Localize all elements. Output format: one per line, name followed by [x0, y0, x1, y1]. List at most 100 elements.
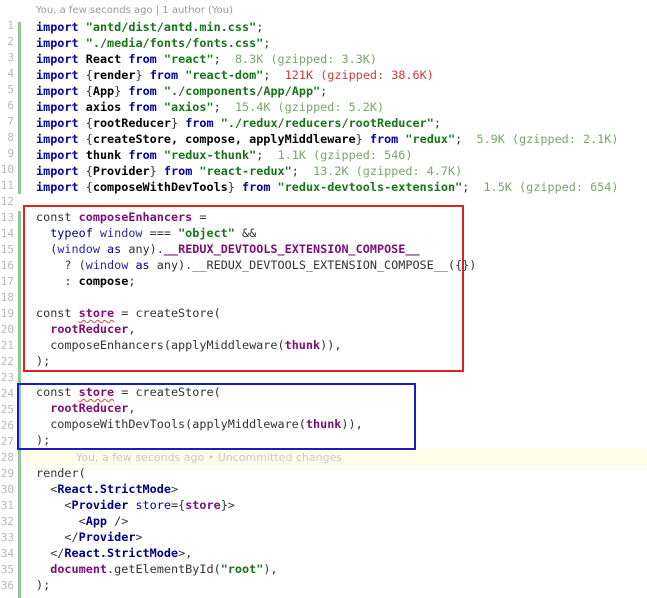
line-number: 6	[7, 99, 14, 112]
code-line[interactable]: );	[36, 433, 51, 447]
line-number: 2	[7, 35, 14, 48]
import-line[interactable]: import {composeWithDevTools} from "redux…	[36, 179, 619, 195]
git-added-bar	[18, 211, 21, 598]
import-cost-label: 15.4K (gzipped: 5.2K)	[234, 100, 385, 114]
import-line[interactable]: import "antd/dist/antd.min.css";	[36, 19, 263, 35]
import-source: "axios"	[163, 100, 214, 114]
import-keyword: import	[36, 180, 79, 194]
code-line[interactable]: <React.StrictMode>	[36, 482, 179, 496]
code-line[interactable]: );	[36, 578, 51, 592]
import-line[interactable]: import React from "react"; 8.3K (gzipped…	[36, 51, 377, 67]
import-specifier: rootReducer	[92, 116, 171, 130]
line-number: 20	[0, 323, 14, 336]
code-line[interactable]: : compose;	[36, 274, 136, 288]
blue-highlight-box	[17, 383, 416, 450]
import-source: "redux-devtools-extension"	[277, 180, 463, 194]
line-number: 12	[0, 195, 14, 208]
line-number: 10	[0, 163, 14, 176]
line-number: 5	[7, 83, 14, 96]
import-cost-label: 8.3K (gzipped: 3.3K)	[234, 52, 377, 66]
import-line[interactable]: import {rootReducer} from "./redux/reduc…	[36, 115, 441, 131]
line-number: 22	[0, 355, 14, 368]
line-number: 21	[0, 339, 14, 352]
brace: }	[170, 116, 179, 130]
import-source: "react-dom"	[185, 68, 264, 82]
import-line[interactable]: import {render} from "react-dom"; 121K (…	[36, 67, 434, 83]
import-line[interactable]: import {Provider} from "react-redux"; 13…	[36, 163, 462, 179]
import-keyword: import	[36, 132, 79, 146]
from-keyword: from	[149, 68, 179, 82]
code-line[interactable]: (window as any).__REDUX_DEVTOOLS_EXTENSI…	[36, 242, 420, 256]
code-line[interactable]: <App />	[36, 514, 129, 528]
from-keyword: from	[128, 84, 157, 98]
code-line[interactable]: <Provider store={store}>	[36, 498, 235, 512]
semicolon: ;	[256, 20, 264, 34]
import-specifier: thunk	[85, 148, 122, 162]
import-keyword: import	[36, 52, 79, 66]
import-specifier: createStore, compose, applyMiddleware	[92, 132, 356, 146]
code-line[interactable]: document.getElementById("root"),	[50, 562, 278, 576]
import-specifier: Provider	[92, 164, 150, 178]
code-line[interactable]: typeof window === "object" &&	[36, 226, 257, 240]
semicolon: ;	[256, 148, 264, 162]
code-line[interactable]: const composeEnhancers =	[36, 210, 207, 224]
semicolon: ;	[320, 84, 328, 98]
line-number: 11	[0, 179, 14, 192]
from-keyword: from	[163, 164, 193, 178]
brace: }	[149, 164, 157, 178]
semicolon: ;	[455, 132, 463, 146]
line-number: 24	[0, 387, 14, 400]
brace: {	[85, 68, 93, 82]
line-number: 25	[0, 403, 14, 416]
import-keyword: import	[36, 84, 79, 98]
line-number: 23	[0, 371, 14, 384]
code-line[interactable]: render(	[36, 466, 86, 480]
import-cost-label: 1.5K (gzipped: 654)	[483, 180, 619, 194]
code-line[interactable]: );	[36, 354, 51, 368]
brace: }	[114, 84, 122, 98]
from-keyword: from	[369, 132, 399, 146]
import-line[interactable]: import axios from "axios"; 15.4K (gzippe…	[36, 99, 384, 115]
import-cost-label: 121K (gzipped: 38.6K)	[284, 68, 434, 82]
code-line[interactable]: const store = createStore(	[36, 306, 221, 320]
code-line[interactable]: composeEnhancers(applyMiddleware(thunk))…	[36, 338, 342, 352]
import-line[interactable]: import {App} from "./components/App/App"…	[36, 83, 327, 99]
code-line[interactable]: rootReducer,	[50, 401, 136, 415]
import-keyword: import	[36, 148, 79, 162]
line-number: 15	[0, 243, 14, 256]
blame-header[interactable]: You, a few seconds ago | 1 author (You)	[36, 5, 234, 16]
import-specifier: App	[92, 84, 115, 98]
import-cost-label: 5.9K (gzipped: 2.1K)	[476, 132, 619, 146]
import-line[interactable]: import {createStore, compose, applyMiddl…	[36, 131, 618, 147]
git-added-bar	[18, 22, 21, 194]
line-number: 30	[0, 483, 14, 496]
import-line[interactable]: import thunk from "redux-thunk"; 1.1K (g…	[36, 147, 413, 163]
import-source: "antd/dist/antd.min.css"	[85, 20, 257, 34]
brace: {	[85, 84, 93, 98]
brace: {	[85, 180, 93, 194]
import-keyword: import	[36, 68, 79, 82]
line-number: 9	[7, 147, 14, 160]
code-line[interactable]: ? (window as any).__REDUX_DEVTOOLS_EXTEN…	[36, 258, 477, 272]
import-keyword: import	[36, 100, 79, 114]
code-line[interactable]: rootReducer,	[50, 322, 136, 336]
line-number: 31	[0, 499, 14, 512]
semicolon: ;	[263, 36, 271, 50]
line-number: 3	[7, 51, 14, 64]
code-line[interactable]: </React.StrictMode>,	[36, 546, 193, 560]
code-line[interactable]: const store = createStore(	[36, 385, 221, 399]
from-keyword: from	[185, 116, 214, 130]
line-number: 26	[0, 419, 14, 432]
import-source: "react"	[163, 52, 214, 66]
code-line[interactable]: </Provider>	[36, 530, 143, 544]
import-keyword: import	[36, 36, 79, 50]
import-keyword: import	[36, 20, 79, 34]
import-line[interactable]: import "./media/fonts/fonts.css";	[36, 35, 270, 51]
line-number: 8	[7, 131, 14, 144]
code-line[interactable]: composeWithDevTools(applyMiddleware(thun…	[36, 417, 363, 431]
line-number: 34	[0, 547, 14, 560]
line-number: 35	[0, 563, 14, 576]
red-highlight-box	[23, 205, 464, 372]
brace: }	[135, 68, 143, 82]
